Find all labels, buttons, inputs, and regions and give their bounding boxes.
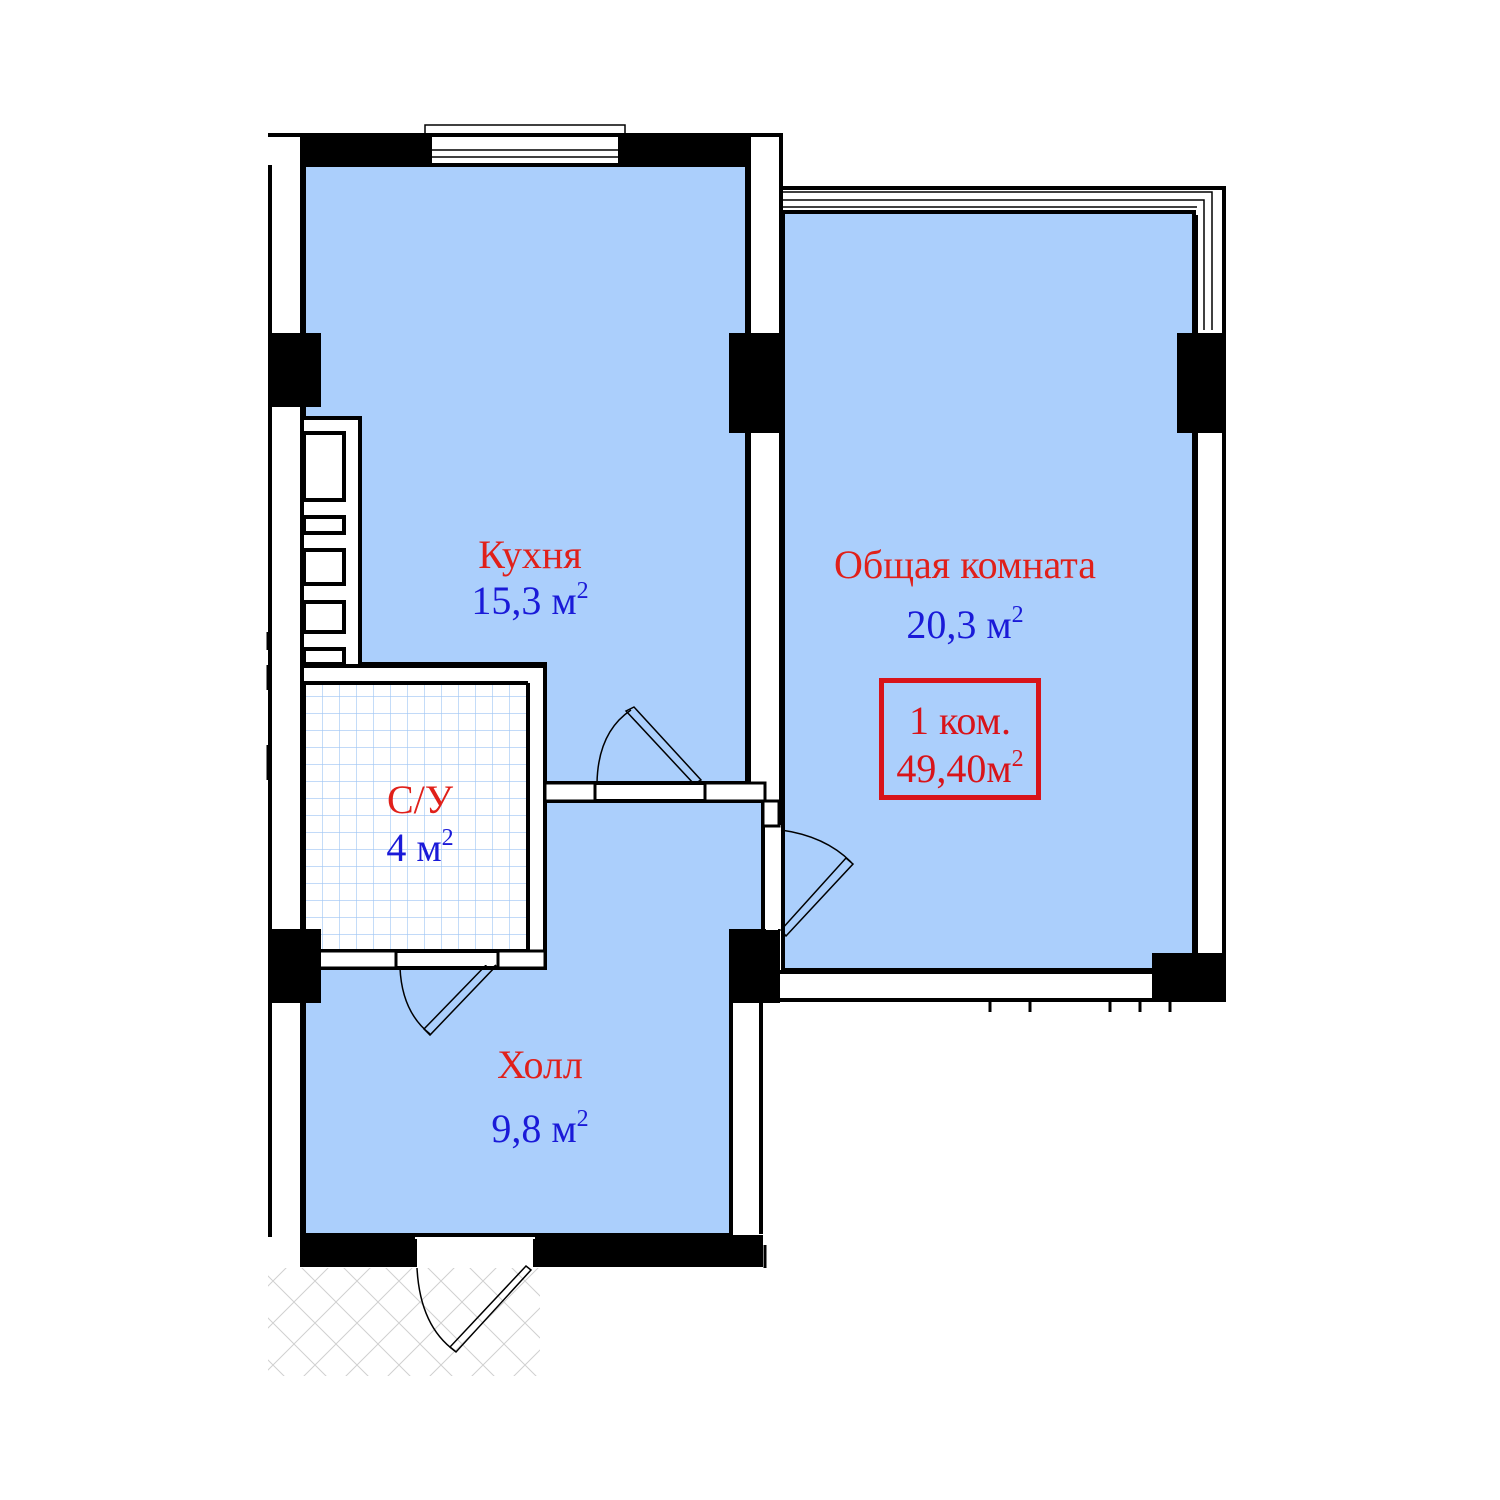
summary-area-unit-sup: 2	[1011, 746, 1024, 772]
hall-area: 9,8 м	[491, 1106, 577, 1151]
vent-shafts	[302, 431, 346, 666]
living-room	[781, 210, 1196, 972]
hall-room	[302, 799, 765, 1237]
doors	[399, 706, 855, 1354]
living-label: Общая комната 20,3 м2	[805, 545, 1125, 645]
bathroom-area-unit-sup: 2	[441, 825, 454, 851]
apartment-summary-box: 1 ком. 49,40м2	[879, 678, 1041, 800]
summary-total-area: 49,40м	[896, 746, 1012, 791]
living-area: 20,3 м	[906, 602, 1012, 647]
kitchen-window	[424, 124, 626, 166]
kitchen-label: Кухня 15,3 м2	[440, 535, 620, 621]
balcony-window	[783, 191, 1213, 330]
hall-name: Холл	[497, 1042, 583, 1087]
bathroom-area: 4 м	[386, 825, 442, 870]
columns	[270, 333, 1226, 1003]
bathroom-name: С/У	[386, 777, 454, 822]
summary-rooms: 1 ком.	[909, 698, 1011, 743]
kitchen-name: Кухня	[478, 532, 582, 577]
bathroom-room	[302, 681, 530, 953]
living-area-unit-sup: 2	[1011, 602, 1024, 628]
living-name: Общая комната	[834, 542, 1096, 587]
hall-area-unit-sup: 2	[576, 1106, 589, 1132]
hall-label: Холл 9,8 м2	[450, 1045, 630, 1149]
entrance-paving	[268, 1268, 540, 1376]
facade-marks	[266, 632, 1172, 1268]
bathroom-label: С/У 4 м2	[340, 780, 500, 868]
kitchen-area-unit-sup: 2	[576, 578, 589, 604]
kitchen-area: 15,3 м	[471, 578, 577, 623]
